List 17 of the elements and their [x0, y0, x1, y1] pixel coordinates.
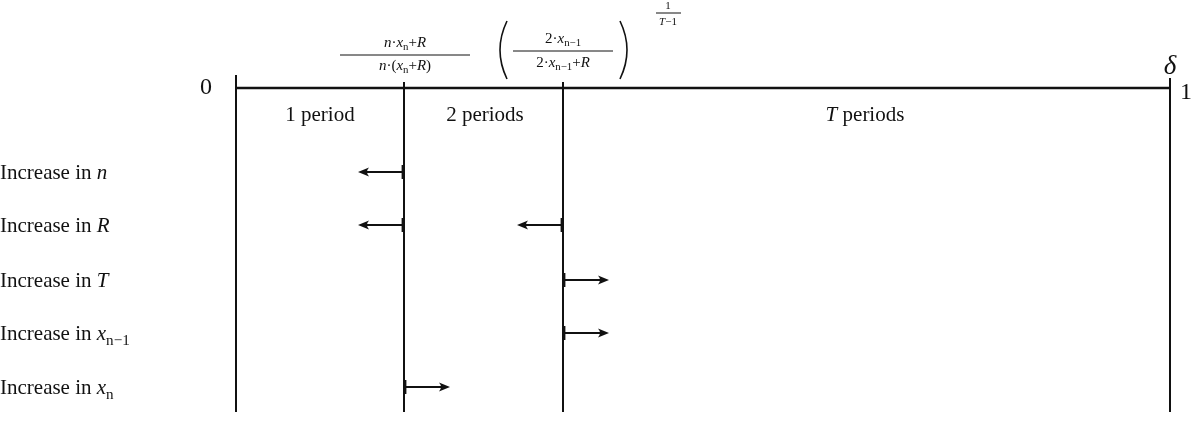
axis-end-label: 1	[1180, 79, 1191, 105]
exponent-numerator: 1	[665, 0, 671, 12]
fraction-denominator: n·(x$_{n}$+R)	[378, 58, 432, 74]
region-label: T periods	[825, 103, 905, 125]
row-label: Increase in T	[0, 269, 109, 291]
region-label: 1 period	[285, 103, 355, 125]
row-label: Increase in x$_{n−1}$	[0, 322, 130, 344]
row-label: Increase in x$_{n}$	[0, 376, 114, 398]
fraction-numerator: 2·x$_{n−1}$	[544, 31, 582, 47]
row-label: Increase in n	[0, 161, 108, 183]
fraction-denominator: 2·x$_{n−1}$+R	[536, 55, 590, 71]
region-label: 2 periods	[446, 103, 524, 125]
exponent-denominator: T−1	[659, 16, 677, 28]
row-label: Increase in R	[0, 214, 110, 236]
fraction-numerator: n·x$_{n}$+R	[383, 35, 427, 51]
axis-end-label: 0	[200, 74, 212, 100]
axis-variable: δ	[1163, 50, 1177, 80]
